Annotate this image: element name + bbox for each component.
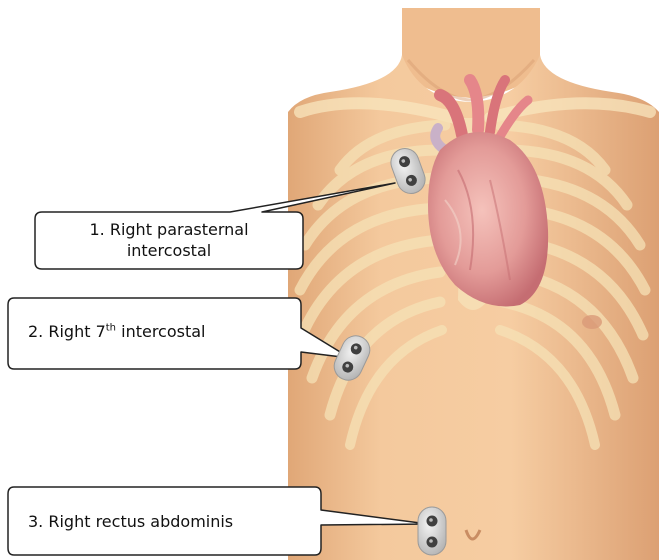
label-2-number: 2.	[28, 322, 43, 341]
label-1-line2: intercostal	[127, 241, 211, 260]
label-1-number: 1.	[89, 220, 104, 239]
label-3: 3. Right rectus abdominis	[28, 511, 318, 532]
label-2-text: Right 7	[48, 322, 105, 341]
label-2-superscript: th	[106, 323, 116, 334]
label-2: 2. Right 7th intercostal	[28, 321, 278, 342]
nipple-left	[582, 315, 602, 329]
label-1: 1. Right parasternal intercostal	[35, 219, 303, 261]
electrode-icon	[418, 507, 446, 555]
label-3-text: Right rectus abdominis	[48, 512, 233, 531]
label-2-text-after: intercostal	[116, 322, 205, 341]
label-3-number: 3.	[28, 512, 43, 531]
label-1-line1: Right parasternal	[110, 220, 249, 239]
